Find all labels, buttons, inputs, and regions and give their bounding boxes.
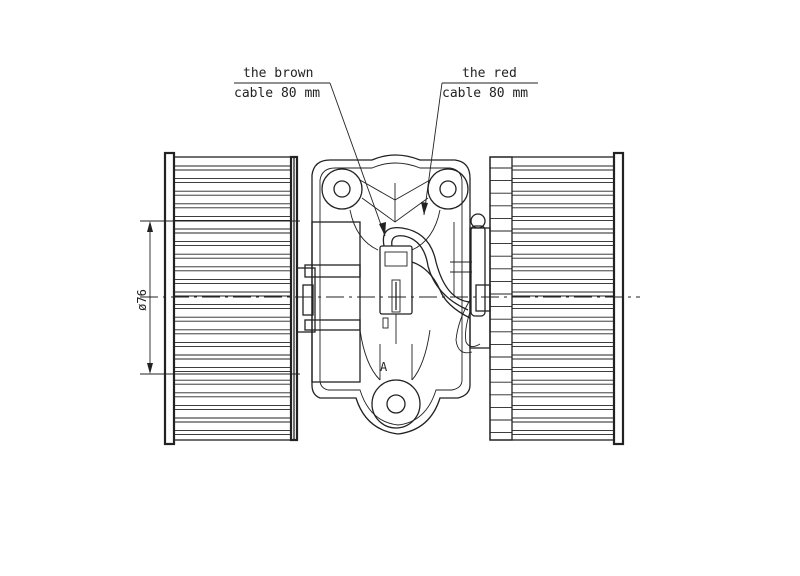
left-fan-wheel bbox=[163, 151, 299, 446]
right-fan-wheel bbox=[489, 151, 625, 446]
brown-cable-line2: cable 80 mm bbox=[234, 86, 320, 101]
red-cable-callout: the red cable 80 mm bbox=[421, 66, 538, 216]
diameter-dimension: ø76 bbox=[135, 220, 300, 375]
diameter-label: ø76 bbox=[135, 289, 149, 311]
section-marker-label: A bbox=[380, 360, 388, 374]
brown-cable-callout: the brown cable 80 mm bbox=[234, 66, 386, 237]
red-cable-line1: the red bbox=[462, 66, 517, 81]
red-cable-line2: cable 80 mm bbox=[442, 86, 528, 101]
motor-body bbox=[296, 154, 491, 435]
brown-cable-line1: the brown bbox=[243, 66, 313, 81]
